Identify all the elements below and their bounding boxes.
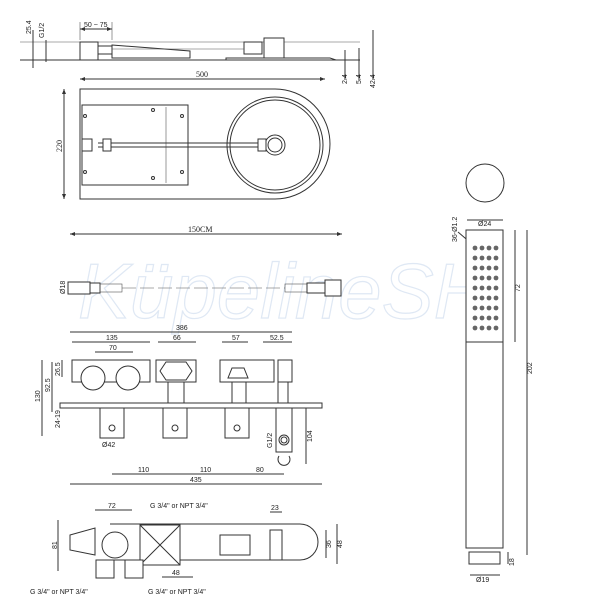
hand-shower: Ø24 36-Ø1.2 72 202 18 Ø19 — [452, 163, 534, 584]
spray-hole — [493, 255, 499, 261]
spray-hole — [493, 285, 499, 291]
dim-57: 57 — [232, 335, 240, 342]
dim-spacing-1: 110 — [138, 467, 149, 474]
spray-hole — [479, 315, 485, 321]
dim-23: 23 — [271, 505, 279, 512]
dim-26-5: 26.5 — [55, 362, 62, 376]
spray-hole — [479, 245, 485, 251]
watermark: KüpelineSH — [78, 247, 491, 335]
spray-hole — [486, 275, 492, 281]
dim-spacing-2: 110 — [200, 467, 211, 474]
dim-holes: 36-Ø1.2 — [452, 217, 459, 242]
dim-head: 5.4 — [356, 74, 363, 84]
spray-hole — [472, 295, 478, 301]
spray-hole — [472, 265, 478, 271]
spray-hole — [486, 295, 492, 301]
dim-connector-dia: Ø19 — [476, 577, 489, 584]
dim-spray-length: 72 — [515, 284, 522, 292]
dim-connector: 18 — [509, 558, 516, 566]
dim-72: 72 — [108, 503, 116, 510]
spray-hole — [486, 255, 492, 261]
thread-bottom-left: G 3/4" or NPT 3/4" — [30, 589, 88, 596]
spray-hole — [472, 315, 478, 321]
dim-135: 135 — [106, 335, 118, 342]
dim-length: 500 — [196, 70, 208, 79]
spray-hole — [486, 245, 492, 251]
dim-70: 70 — [109, 345, 117, 352]
spray-hole — [493, 265, 499, 271]
dim-outlet-thread: G1/2 — [267, 433, 274, 448]
dim-hose-diameter: Ø18 — [60, 281, 67, 294]
dim-width: 220 — [55, 140, 64, 152]
spray-hole — [493, 245, 499, 251]
spray-hole — [493, 315, 499, 321]
hose-drawing: 150CM Ø18 — [60, 225, 342, 297]
spray-hole — [486, 315, 492, 321]
spray-hole — [479, 255, 485, 261]
spray-hole — [472, 255, 478, 261]
overhead-side-view: 50 ~ 75 25.4 G1/2 2.4 5.4 42.4 — [20, 20, 377, 88]
valve-bottom-view: 72 G 3/4" or NPT 3/4" 23 81 36 48 48 G 3… — [30, 503, 344, 596]
spray-hole — [472, 285, 478, 291]
overhead-plan-view: 500 220 — [55, 70, 331, 200]
thread-top: G 3/4" or NPT 3/4" — [150, 503, 208, 510]
spray-hole — [493, 325, 499, 331]
dim-plate-length: 435 — [190, 477, 202, 484]
spray-hole — [479, 295, 485, 301]
spray-hole — [486, 325, 492, 331]
dim-48-right: 48 — [337, 540, 344, 548]
dim-hose-length: 150CM — [188, 225, 212, 234]
spray-hole — [486, 285, 492, 291]
dim-plate: 2.4 — [342, 74, 349, 84]
spray-hole — [479, 325, 485, 331]
valve-front-view: 386 135 70 66 57 52.5 Ø42 G1/2 104 130 9… — [35, 325, 323, 485]
dim-81: 81 — [52, 541, 59, 549]
dim-24-19: 24-19 — [55, 410, 62, 428]
spray-hole — [479, 265, 485, 271]
spray-hole — [486, 265, 492, 271]
spray-hole — [486, 305, 492, 311]
spray-hole — [479, 285, 485, 291]
dim-104: 104 — [307, 430, 314, 442]
dim-thickness: 25.4 — [26, 20, 33, 34]
dim-handle-dia: Ø42 — [102, 442, 115, 449]
dim-36: 36 — [326, 540, 333, 548]
spray-hole — [472, 275, 478, 281]
dim-arm-offset: 50 ~ 75 — [84, 22, 108, 29]
dim-spacing-3: 80 — [256, 467, 264, 474]
dim-52-5: 52.5 — [270, 335, 284, 342]
dim-66: 66 — [173, 335, 181, 342]
dim-total-height: 42.4 — [370, 74, 377, 88]
thread-bottom-right: G 3/4" or NPT 3/4" — [148, 589, 206, 596]
spray-hole — [493, 275, 499, 281]
spray-hole — [479, 275, 485, 281]
dim-thread: G1/2 — [39, 23, 46, 38]
dim-386: 386 — [176, 325, 188, 332]
dim-total-length: 202 — [527, 362, 534, 374]
spray-hole — [472, 245, 478, 251]
dim-48-bottom: 48 — [172, 570, 180, 577]
spray-hole — [493, 305, 499, 311]
dim-92-5: 92.5 — [45, 378, 52, 392]
spray-hole — [472, 325, 478, 331]
spray-hole — [472, 305, 478, 311]
dim-130: 130 — [35, 390, 42, 402]
spray-hole — [479, 305, 485, 311]
spray-hole — [493, 295, 499, 301]
dim-head-width: Ø24 — [478, 221, 491, 228]
